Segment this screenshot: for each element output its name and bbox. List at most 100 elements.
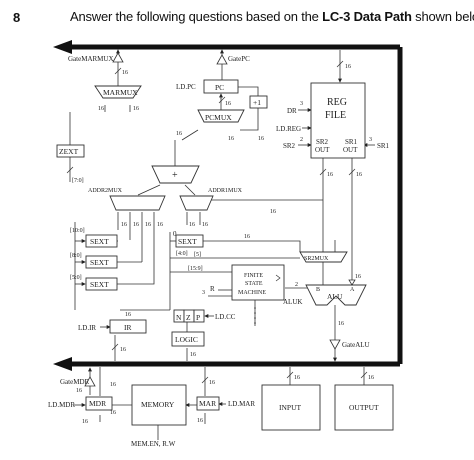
sext-2 [85, 255, 118, 269]
width-16: 16 [122, 70, 128, 76]
width-slash [348, 168, 356, 176]
label-ir: IR [124, 323, 132, 332]
label-fsm-3: MACHINE [238, 290, 266, 296]
width-3: 3 [369, 137, 372, 143]
width-slash [201, 376, 209, 384]
fsm-output-dot [254, 317, 256, 319]
label-field-10-0: [10:0] [70, 228, 85, 234]
width-16: 16 [244, 234, 250, 240]
adder-shape [151, 165, 200, 184]
label-aluk: ALUK [283, 298, 302, 306]
label-alu-b: B [316, 287, 320, 293]
width-16: 16 [270, 209, 276, 215]
label-ld-mdr: LD.MDR [48, 401, 75, 409]
logic-block [171, 331, 205, 347]
marmux-shape [94, 85, 142, 99]
width-slash [66, 166, 74, 174]
sext-1 [85, 234, 118, 248]
width-16: 16 [209, 380, 215, 386]
label-ld-ir: LD.IR [78, 324, 96, 332]
label-mar: MAR [199, 399, 216, 408]
label-alu: ALU [327, 292, 343, 301]
label-mem-en: MEM.EN, R.W [131, 440, 176, 448]
bus-top-arrowhead [53, 40, 72, 54]
label-input: INPUT [279, 403, 302, 412]
width-slash [336, 60, 344, 68]
ir-register [109, 319, 147, 334]
width-16: 16 [176, 131, 182, 137]
mar-register [196, 396, 220, 411]
width-16: 16 [228, 136, 234, 142]
label-sext-2: SEXT [90, 258, 109, 267]
width-16: 16 [355, 274, 361, 280]
label-logic: LOGIC [175, 335, 198, 344]
label-mdr: MDR [89, 399, 106, 408]
label-addr2mux: ADDR2MUX [88, 188, 123, 194]
finite-state-machine [231, 264, 285, 301]
alu-shape [305, 284, 367, 306]
label-sr2: SR2 [283, 142, 296, 150]
label-nzp-n: N [176, 313, 182, 322]
width-16: 16 [190, 352, 196, 358]
width-slash [319, 168, 327, 176]
wire-addr1-adder [184, 184, 196, 196]
label-ld-reg: LD.REG [276, 125, 301, 133]
width-16: 16 [345, 64, 351, 70]
fsm-output-dot [254, 307, 256, 309]
nzp-p [193, 309, 205, 323]
width-16: 16 [98, 106, 104, 112]
bus-top [70, 44, 403, 367]
label-reg-file-1: REG [327, 97, 347, 108]
width-16: 16 [356, 172, 362, 178]
width-16: 16 [258, 136, 264, 142]
width-16: 16 [76, 388, 82, 394]
fsm-output-dot [254, 312, 256, 314]
width-16: 16 [338, 321, 344, 327]
wire-sext3-out [117, 240, 155, 285]
width-16: 16 [189, 222, 195, 228]
label-sr2-out: SR2 [316, 138, 329, 146]
label-sr1: SR1 [377, 142, 390, 150]
pc-register [203, 79, 239, 94]
wire-plus1-pcmux [240, 108, 259, 131]
wire-bus-pcmux [181, 129, 199, 141]
label-field-4-0: [4:0] [176, 251, 188, 257]
width-16: 16 [125, 312, 131, 318]
label-gate-marmux: GateMARMUX [68, 55, 114, 63]
sext-4 [175, 234, 204, 248]
question-text-start: Answer the following questions based on … [70, 9, 323, 24]
width-16: 16 [133, 222, 139, 228]
memory-block [131, 384, 187, 426]
label-field-7-0: [7:0] [72, 178, 84, 184]
label-dr: DR [287, 107, 297, 115]
width-slash [360, 371, 368, 379]
label-marmux: MARMUX [103, 88, 138, 97]
label-plus-one: +1 [253, 98, 261, 107]
zext-block [56, 144, 85, 158]
label-gate-pc: GatePC [228, 55, 250, 63]
wire-addr2-adder [137, 184, 161, 196]
addr2mux-shape [109, 195, 166, 211]
label-sext-4: SEXT [178, 237, 197, 246]
label-sr2mux: SR2MUX [304, 256, 329, 262]
plus-one-block [249, 95, 268, 109]
width-16: 16 [197, 418, 203, 424]
width-16: 16 [327, 172, 333, 178]
width-slash [114, 67, 122, 75]
label-memory: MEMORY [141, 400, 175, 409]
label-ld-cc: LD.CC [215, 313, 236, 321]
label-gate-alu: GateALU [342, 341, 370, 349]
width-slash [111, 343, 119, 351]
label-field-15-9: [15:9] [188, 266, 203, 272]
wire-sext4-out [203, 240, 301, 252]
gate-marmux-triangle [112, 52, 124, 63]
width-2: 2 [300, 137, 303, 143]
width-16: 16 [121, 222, 127, 228]
input-device [261, 384, 321, 431]
sr2mux-shape [299, 251, 348, 263]
label-sext-3: SEXT [90, 280, 109, 289]
label-ld-pc: LD.PC [176, 83, 196, 91]
label-out-1: OUT [315, 146, 330, 154]
